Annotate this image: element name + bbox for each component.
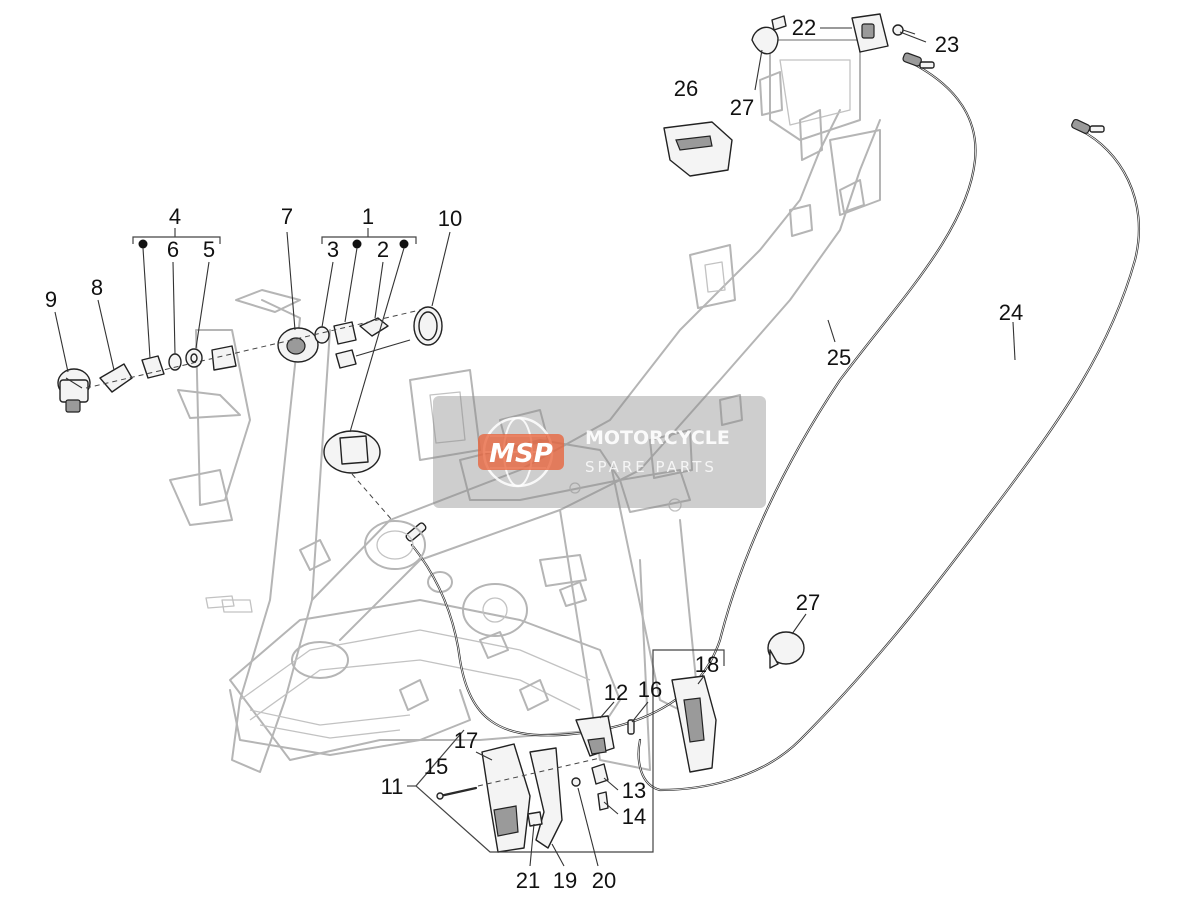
callout-12: 12 bbox=[604, 680, 628, 705]
watermark: MSP MOTORCYCLE SPARE PARTS bbox=[433, 396, 766, 508]
ignition-switch-9 bbox=[57, 368, 91, 413]
spring-13 bbox=[591, 763, 609, 785]
callout-labels: 1 2 3 4 5 6 7 8 9 10 11 12 13 14 15 16 1… bbox=[45, 15, 1023, 893]
callout-14: 14 bbox=[622, 804, 646, 829]
callout-22: 22 bbox=[792, 15, 816, 40]
rubber-pad-26 bbox=[663, 121, 733, 177]
callout-2: 2 bbox=[377, 237, 389, 262]
fuel-cap bbox=[323, 430, 381, 474]
callout-24: 24 bbox=[999, 300, 1023, 325]
callout-23: 23 bbox=[935, 32, 959, 57]
latch-12 bbox=[575, 715, 615, 757]
leader-lines bbox=[54, 27, 1016, 867]
callout-9: 9 bbox=[45, 287, 57, 312]
callout-1: 1 bbox=[362, 204, 374, 229]
exploded-view-axes bbox=[85, 309, 601, 787]
fuel-flap-cable bbox=[637, 128, 1140, 792]
lock-barrel-set-4 bbox=[141, 345, 237, 379]
callout-26: 26 bbox=[674, 76, 698, 101]
lock-cover-8 bbox=[99, 363, 133, 393]
group-brackets bbox=[132, 228, 725, 853]
callout-13: 13 bbox=[622, 778, 646, 803]
callout-27-top: 27 bbox=[730, 95, 754, 120]
lever-arm-19 bbox=[529, 747, 563, 849]
callout-8: 8 bbox=[91, 275, 103, 300]
watermark-subtitle: SPARE PARTS bbox=[585, 458, 717, 476]
cable-clip-27-bottom bbox=[767, 631, 805, 669]
callout-15: 15 bbox=[424, 754, 448, 779]
screw-23 bbox=[892, 24, 916, 36]
callout-10: 10 bbox=[438, 206, 462, 231]
callout-25: 25 bbox=[827, 345, 851, 370]
callout-21: 21 bbox=[516, 868, 540, 893]
seat-lock-22 bbox=[851, 13, 889, 53]
callout-7: 7 bbox=[281, 204, 293, 229]
cable-end-fittings bbox=[405, 52, 1105, 542]
callout-5: 5 bbox=[203, 237, 215, 262]
strap-10 bbox=[413, 306, 443, 346]
cable-clip-27-top bbox=[751, 15, 787, 55]
callout-6: 6 bbox=[167, 237, 179, 262]
release-lever-17 bbox=[481, 743, 531, 853]
callout-17: 17 bbox=[454, 728, 478, 753]
spring-14 bbox=[597, 791, 609, 811]
callout-16: 16 bbox=[638, 677, 662, 702]
pin-16 bbox=[627, 719, 635, 735]
nut-21 bbox=[527, 811, 543, 827]
group-dots bbox=[138, 239, 409, 249]
callout-18: 18 bbox=[695, 652, 719, 677]
callout-19: 19 bbox=[553, 868, 577, 893]
lock-bezel-7 bbox=[277, 327, 319, 363]
callout-20: 20 bbox=[592, 868, 616, 893]
lock-cylinder-set-1 bbox=[314, 317, 411, 369]
lever-cover-18 bbox=[671, 675, 717, 773]
bolt-15 bbox=[436, 786, 478, 800]
screw-20 bbox=[571, 777, 581, 787]
callout-4: 4 bbox=[169, 204, 181, 229]
watermark-logo-text: MSP bbox=[489, 439, 553, 469]
callout-27-bottom: 27 bbox=[796, 590, 820, 615]
callout-3: 3 bbox=[327, 237, 339, 262]
globe-logo-icon: MSP bbox=[478, 416, 564, 488]
seat-release-cable bbox=[410, 60, 977, 737]
callout-11: 11 bbox=[381, 774, 404, 799]
fuel-filler bbox=[364, 520, 426, 570]
watermark-title: MOTORCYCLE bbox=[585, 427, 730, 449]
